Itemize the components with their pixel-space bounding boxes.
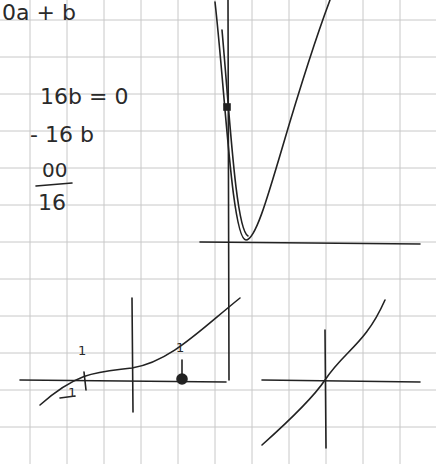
handwritten-equation: 00: [42, 160, 67, 180]
handwritten-equation: 16b = 0: [40, 86, 128, 108]
handwritten-equation: 0a + b: [2, 2, 76, 24]
axis-tick-label: 1: [176, 341, 184, 354]
axis-tick-label: 1: [68, 386, 76, 399]
sketch-strokes: [20, 0, 420, 448]
axis-tick-label: 1: [78, 344, 86, 357]
handwritten-equation: - 16 b: [30, 124, 94, 146]
handwritten-equation: 16: [38, 192, 66, 214]
